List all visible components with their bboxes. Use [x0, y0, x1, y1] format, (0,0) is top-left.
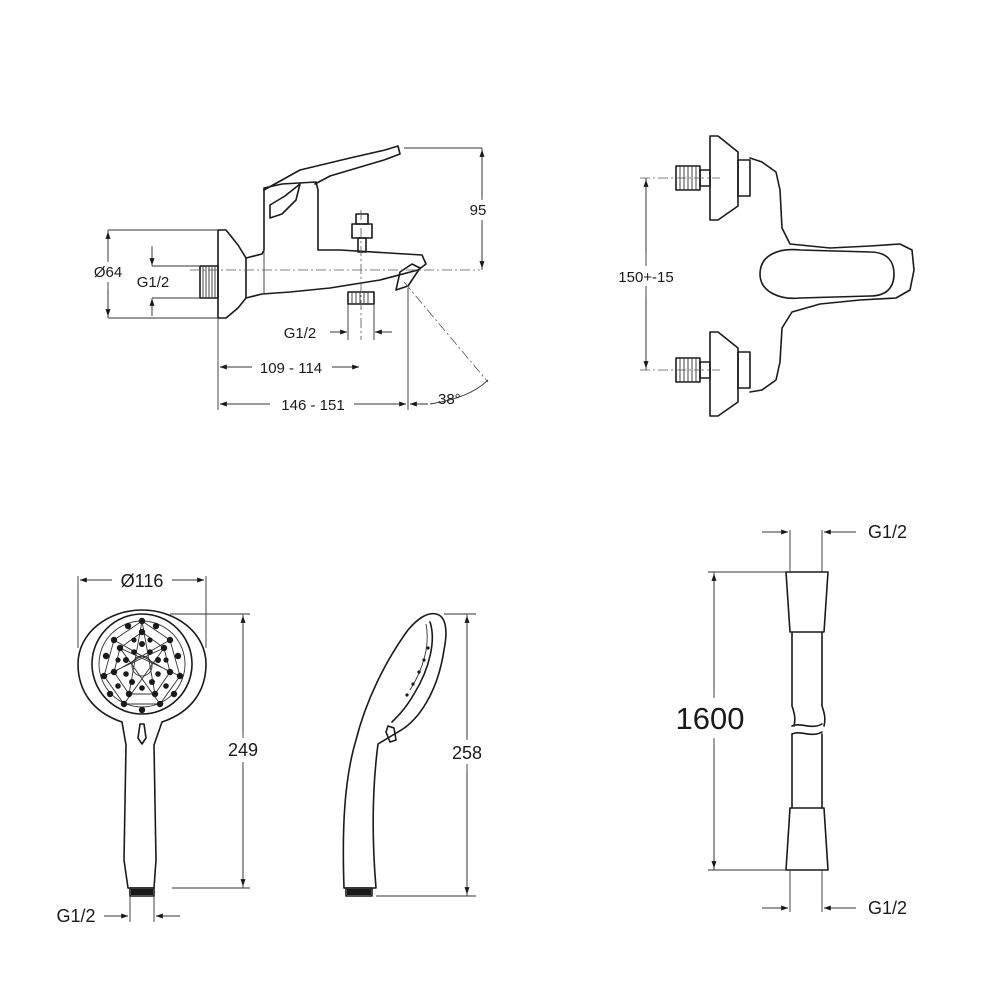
- mixer-side-view: Ø64 G1/2 G1/2 109 - 114 146 - 151 38°: [88, 145, 496, 414]
- hose-view: G1/2 1600 G1/2: [668, 522, 907, 918]
- hose-top-nut: [785, 571, 829, 633]
- hose-bottom-nut: [785, 807, 829, 871]
- dim-wall-to-outlet: 109 - 114: [260, 360, 322, 377]
- dim-flange-diameter: Ø64: [94, 264, 122, 281]
- dim-inlet-spacing: 150+-15: [618, 269, 673, 286]
- mixer-body: [245, 181, 427, 299]
- dim-hose-bottom-thread: G1/2: [868, 898, 907, 918]
- dim-hose-length: 1600: [676, 701, 745, 736]
- dim-wall-to-spout: 146 - 151: [281, 397, 344, 414]
- dim-side-length: 258: [452, 743, 482, 763]
- dim-hose-top-thread: G1/2: [868, 522, 907, 542]
- inlet-thread: [199, 265, 219, 299]
- mixer-body-top: [749, 157, 915, 393]
- hand-shower-front-view: Ø116 249 G1/2: [56, 571, 264, 926]
- hose-break: [791, 723, 823, 728]
- hand-shower-side-view: 258: [342, 612, 488, 897]
- lever: [263, 145, 401, 191]
- bottom-inlet: [675, 331, 751, 417]
- dim-spout-angle: 38°: [438, 391, 461, 408]
- dim-lever-height: 95: [470, 202, 487, 219]
- hose-upper-tube: [791, 631, 826, 727]
- shower-head-outline: [77, 609, 207, 889]
- hose-lower-tube: [791, 733, 823, 809]
- spray-nozzles: [100, 617, 184, 745]
- dim-head-diameter: Ø116: [121, 571, 164, 591]
- diverter-knob: [351, 213, 373, 253]
- dim-connection-thread: G1/2: [56, 906, 95, 926]
- dim-front-length: 249: [228, 740, 258, 760]
- mixer-top-view: 150+-15: [612, 135, 915, 417]
- wall-flange: [217, 229, 247, 319]
- dim-outlet-thread: G1/2: [284, 325, 317, 342]
- dim-inlet-thread: G1/2: [137, 274, 170, 291]
